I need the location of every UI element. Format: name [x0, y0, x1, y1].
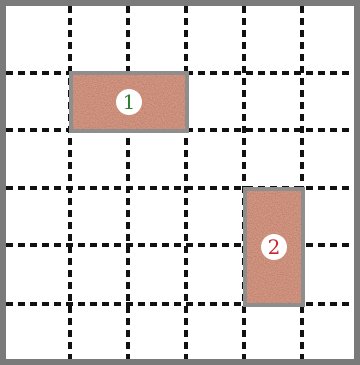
puzzle-block-2[interactable]: 2 — [245, 189, 303, 305]
block-number-label: 2 — [268, 235, 281, 259]
block-number-label: 1 — [123, 90, 136, 114]
puzzle-block-1[interactable]: 1 — [71, 73, 187, 131]
